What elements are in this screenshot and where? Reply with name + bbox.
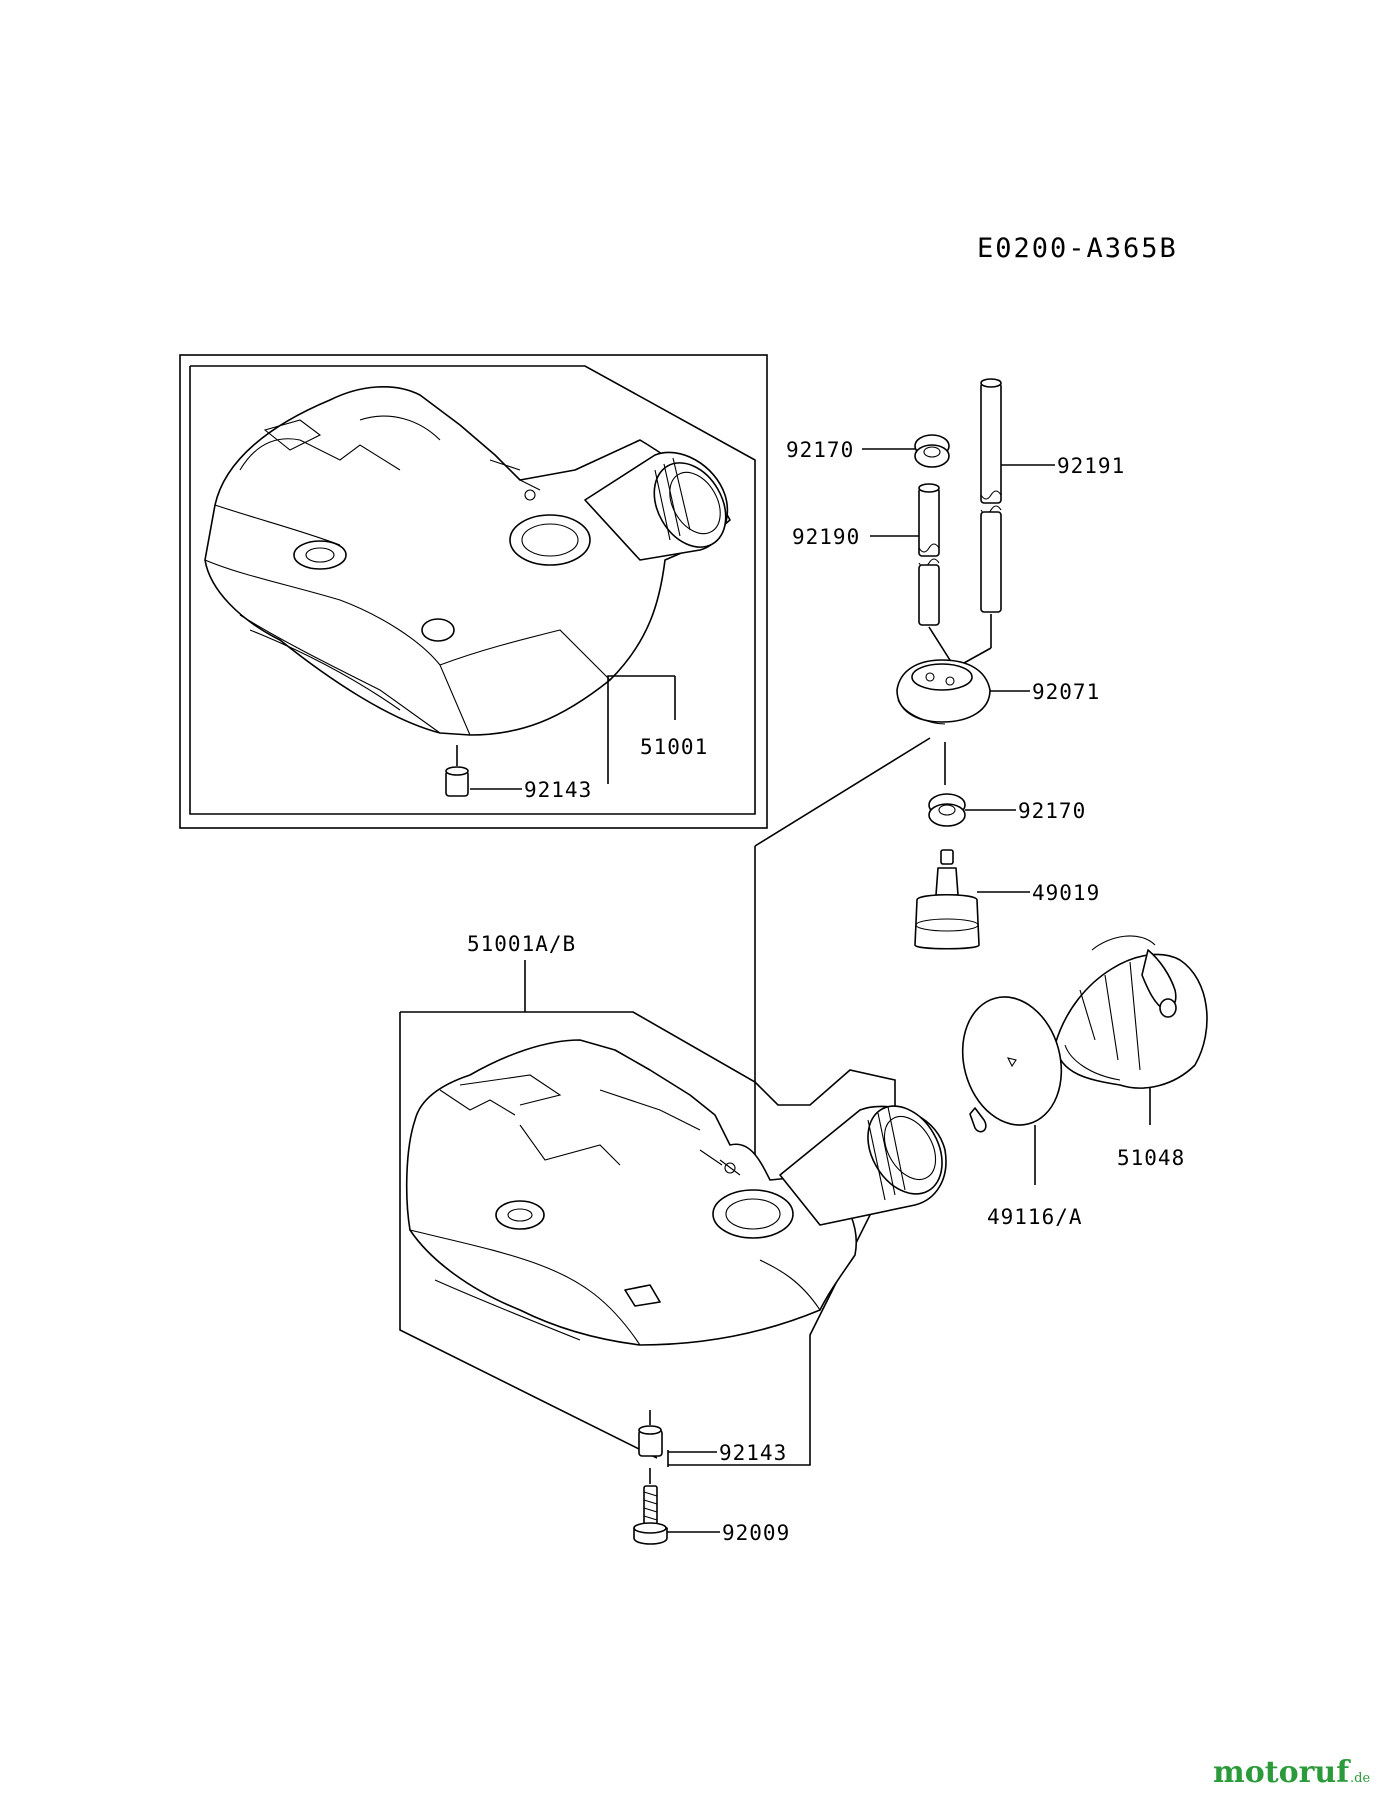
label-51048: 51048 xyxy=(1117,1146,1185,1170)
watermark-suffix: .de xyxy=(1350,1771,1370,1786)
fuel-filter-49019-icon xyxy=(914,849,980,950)
label-92071: 92071 xyxy=(1032,680,1100,704)
label-49019: 49019 xyxy=(1032,881,1100,905)
grommet-92143-bottom-icon xyxy=(638,1425,663,1457)
tube-92190-icon xyxy=(918,483,940,626)
screw-92009-icon xyxy=(633,1485,668,1545)
label-49116a: 49116/A xyxy=(987,1205,1083,1229)
tube-92191-icon xyxy=(980,378,1002,613)
grommet-92071-icon xyxy=(896,659,991,725)
label-51001ab: 51001A/B xyxy=(467,932,576,956)
label-92143-bottom: 92143 xyxy=(719,1441,787,1465)
inset-outer-frame xyxy=(179,354,768,829)
watermark-brand: motoruf xyxy=(1213,1755,1351,1790)
clip-92170-top-icon xyxy=(914,434,950,468)
label-92170-bottom: 92170 xyxy=(1018,799,1086,823)
diagram-code: E0200-A365B xyxy=(977,233,1178,264)
label-92170-top: 92170 xyxy=(786,438,854,462)
fuel-tank-icon-bottom xyxy=(405,1039,947,1346)
inset-inner-frame xyxy=(189,365,756,815)
label-92143-top: 92143 xyxy=(524,778,592,802)
vent-disc-49116a-icon xyxy=(961,996,1063,1133)
tank-frame-lines xyxy=(400,1011,896,1466)
label-92190: 92190 xyxy=(792,525,860,549)
label-92191: 92191 xyxy=(1057,454,1125,478)
watermark-logo: motoruf .de xyxy=(1213,1755,1370,1790)
clip-92170-bottom-icon xyxy=(928,793,966,827)
label-51001: 51001 xyxy=(640,735,708,759)
label-92009: 92009 xyxy=(722,1521,790,1545)
fuel-cap-51048-icon xyxy=(1054,935,1208,1089)
fuel-tank-icon-top xyxy=(204,386,731,736)
grommet-92143-top-icon xyxy=(445,766,469,797)
inset-tank-assembly: 92143 51001 xyxy=(179,354,768,829)
